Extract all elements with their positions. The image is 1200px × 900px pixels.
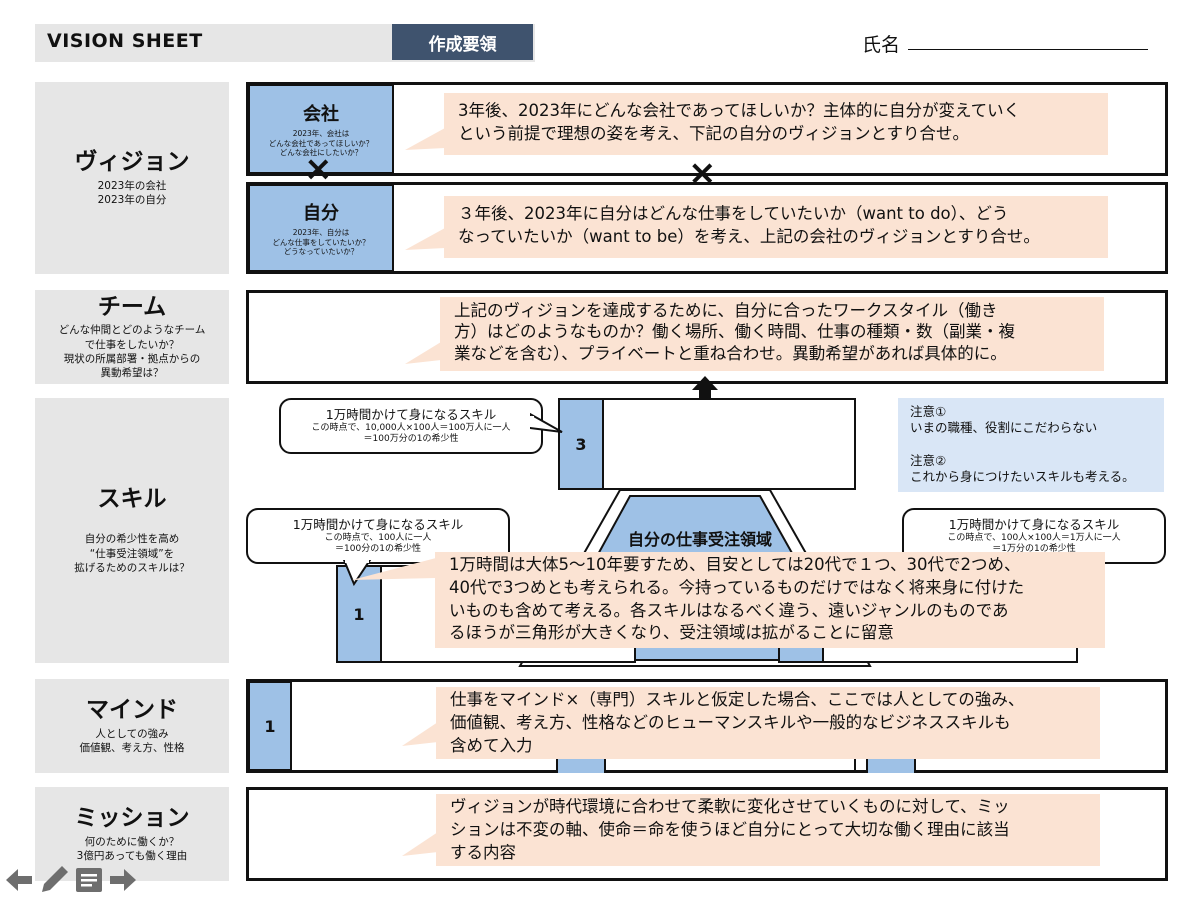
category-title: マインド [86,697,178,724]
company-tab-title: 会社 [303,104,339,126]
bubble-title: 1万時間かけて身になるスキル [325,407,497,422]
bubble-title: 1万時間かけて身になるスキル [948,517,1120,532]
pen-icon[interactable] [38,864,70,896]
category-sub: 人としての強み 価値観、考え方、性格 [79,727,185,754]
notes-icon[interactable] [74,866,104,894]
company-note: 3年後、2023年にどんな会社であってほしいか？主体的に自分が変えていく という… [444,93,1108,155]
match-x-icon: × [304,149,333,189]
category-mission: ミッション 何のために働くか？ 3億円あっても働く理由 [35,787,229,881]
category-skill: スキル 自分の希少性を高め “仕事受注領域”を 拡げるためのスキルは？ [35,398,229,663]
mission-note: ヴィジョンが時代環境に合わせて柔軟に変化させていくものに対して、ミッ ションは不… [436,794,1100,866]
skill-note: 1万時間は大体5〜10年要すため、目安としては20代で１つ、30代で2つめ、 4… [435,552,1105,648]
category-title: チーム [97,293,167,320]
arrow-left-icon[interactable] [4,866,34,894]
company-tab-sub: 2023年、会社は どんな会社であってほしいか？ どんな会社にしたいか？ [268,129,374,158]
work-area-label: 自分の仕事受注領域 [628,530,773,549]
skill-bubble-top: 1万時間かけて身になるスキル この時点で、10,000人×100人＝100万人に… [279,398,543,454]
name-label: 氏名 [862,34,901,56]
match-x-icon: × [688,153,717,193]
self-tab: 自分 2023年、自分は どんな仕事をしていたいか？ どうなっていたいか？ [248,184,394,272]
category-title: スキル [97,486,167,513]
arrow-up-icon [692,376,718,406]
bubble-tail [530,412,563,433]
arrow-right-icon[interactable] [108,866,138,894]
category-sub: 自分の希少性を高め “仕事受注領域”を 拡げるためのスキルは？ [74,533,190,574]
team-note-tail [405,342,441,364]
category-sub: 2023年の会社 2023年の自分 [97,179,167,206]
company-note-tail [405,128,445,150]
team-note: 上記のヴィジョンを達成するために、自分に合ったワークスタイル（働き 方）はどのよ… [440,297,1104,371]
category-title: ミッション [74,805,190,832]
category-team: チーム どんな仲間とどのようなチーム で仕事をしたいか？ 現状の所属部署・拠点か… [35,290,229,384]
category-sub: どんな仲間とどのようなチーム で仕事をしたいか？ 現状の所属部署・拠点からの 異… [58,324,206,379]
bubble-detail: この時点で、100人に一人 ＝100分の1の希少性 [324,533,432,555]
category-vision: ヴィジョン 2023年の会社 2023年の自分 [35,82,229,274]
self-tab-title: 自分 [303,203,339,225]
mind-number: 1 [248,681,292,771]
self-note-tail [405,228,445,250]
self-tab-sub: 2023年、自分は どんな仕事をしていたいか？ どうなっていたいか？ [272,228,370,257]
mission-note-tail [402,832,438,856]
mind-note: 仕事をマインド×（専門）スキルと仮定した場合、ここでは人としての強み、 価値観、… [436,687,1100,759]
category-mind: マインド 人としての強み 価値観、考え方、性格 [35,679,229,773]
self-note: ３年後、2023年に自分はどんな仕事をしていたいか（want to do）、どう… [444,196,1108,258]
name-field-line[interactable] [908,49,1148,50]
category-sub: 何のために働くか？ 3億円あっても働く理由 [76,835,188,862]
category-title: ヴィジョン [74,149,190,176]
mind-note-tail [402,722,438,746]
caution-note: 注意① いまの職種、役割にこだわらない 注意② これから身につけたいスキルも考え… [898,398,1164,492]
skill-note-tail [352,558,436,580]
bubble-title: 1万時間かけて身になるスキル [292,517,464,532]
sheet-title: VISION SHEET [47,30,203,52]
company-tab: 会社 2023年、会社は どんな会社であってほしいか？ どんな会社にしたいか？ [248,84,394,174]
skill-3-number: 3 [558,398,604,490]
bubble-tail [342,560,372,586]
instructions-tag: 作成要領 [392,24,533,60]
bubble-detail: この時点で、10,000人×100人＝100万人に一人 ＝100万分の1の希少性 [311,423,511,445]
bubble-detail: この時点で、100人×100人＝1万人に一人 ＝1万分の1の希少性 [947,533,1121,555]
